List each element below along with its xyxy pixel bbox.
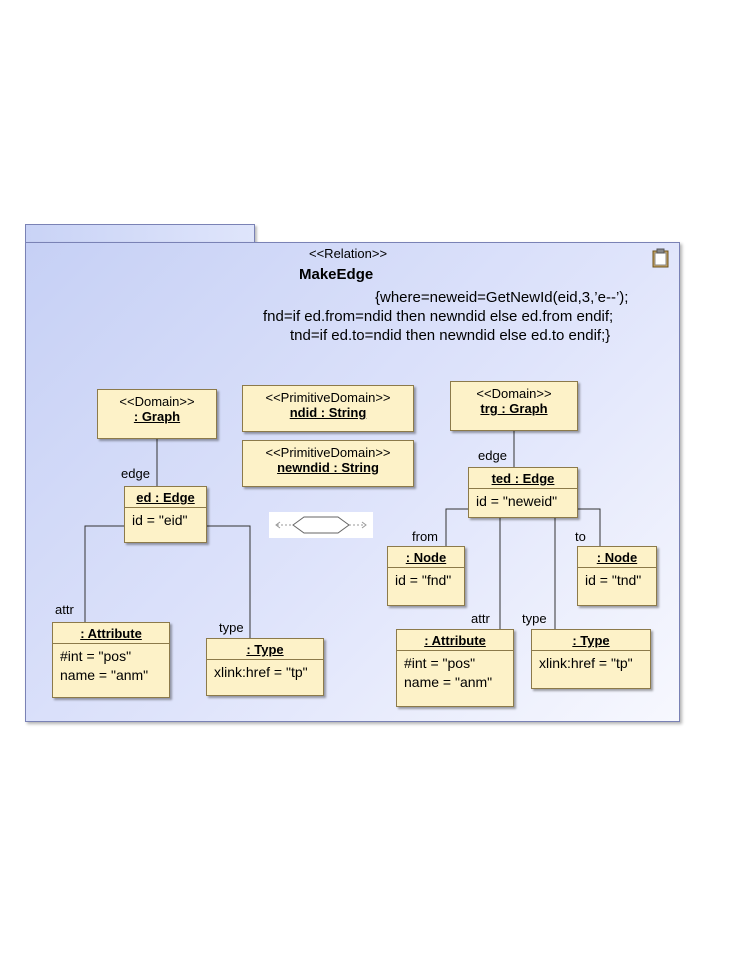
divider	[53, 643, 169, 644]
attribute: name = "anm"	[60, 667, 149, 683]
relation-name: MakeEdge	[299, 266, 374, 283]
type-box-left[interactable]: : Type xlink:href = "tp"	[206, 638, 324, 696]
object-name: : Type	[246, 642, 284, 657]
bidirectional-hexagon-icon[interactable]	[269, 512, 373, 538]
edge-label-left: edge	[121, 466, 150, 481]
divider	[578, 567, 656, 568]
type-box-right[interactable]: : Type xlink:href = "tp"	[531, 629, 651, 689]
newndid-primitive-domain-box[interactable]: <<PrimitiveDomain>> newndid : String	[242, 440, 414, 487]
primitive-domain-stereotype: <<PrimitiveDomain>>	[265, 445, 391, 460]
graph-domain-box[interactable]: <<Domain>> : Graph	[97, 389, 217, 439]
primitive-domain-stereotype: <<PrimitiveDomain>>	[265, 390, 391, 405]
attribute: xlink:href = "tp"	[539, 655, 633, 671]
divider	[532, 650, 650, 651]
node-to-box[interactable]: : Node id = "tnd"	[577, 546, 657, 606]
divider	[125, 507, 206, 508]
attribute: id = "neweid"	[476, 493, 558, 509]
attr-label-right: attr	[471, 611, 490, 626]
object-name: ted : Edge	[491, 471, 555, 486]
object-name: : Node	[405, 550, 447, 565]
divider	[469, 488, 577, 489]
constraint-line-2: fnd=if ed.from=ndid then newndid else ed…	[263, 308, 614, 325]
divider	[397, 650, 513, 651]
edge-label-right: edge	[478, 448, 507, 463]
divider	[207, 659, 323, 660]
from-link	[445, 508, 468, 546]
object-name: ed : Edge	[136, 490, 195, 505]
primitive-domain-name: ndid : String	[289, 405, 367, 420]
attribute-box-left[interactable]: : Attribute #int = "pos" name = "anm"	[52, 622, 170, 698]
primitive-domain-name: newndid : String	[277, 460, 379, 475]
divider	[388, 567, 464, 568]
constraint-line-3: tnd=if ed.to=ndid then newndid else ed.t…	[290, 327, 611, 344]
domain-stereotype: <<Domain>>	[119, 394, 195, 409]
object-name: : Attribute	[424, 633, 486, 648]
attribute: #int = "pos"	[404, 655, 476, 671]
attribute: id = "tnd"	[585, 572, 642, 588]
ed-edge-box[interactable]: ed : Edge id = "eid"	[124, 486, 207, 543]
attribute: xlink:href = "tp"	[214, 664, 308, 680]
clipboard-icon[interactable]	[652, 248, 670, 268]
attribute-box-right[interactable]: : Attribute #int = "pos" name = "anm"	[396, 629, 514, 707]
ndid-primitive-domain-box[interactable]: <<PrimitiveDomain>> ndid : String	[242, 385, 414, 432]
object-name: : Node	[596, 550, 638, 565]
type-label-right: type	[522, 611, 547, 626]
node-from-box[interactable]: : Node id = "fnd"	[387, 546, 465, 606]
to-link	[578, 508, 601, 546]
domain-name: trg : Graph	[480, 401, 548, 416]
type-label-left: type	[219, 620, 244, 635]
object-name: : Type	[572, 633, 610, 648]
attribute: id = "eid"	[132, 512, 188, 528]
ted-edge-box[interactable]: ted : Edge id = "neweid"	[468, 467, 578, 518]
package-tab	[25, 224, 255, 243]
attribute: #int = "pos"	[60, 648, 132, 664]
to-label: to	[575, 529, 586, 544]
relation-stereotype: <<Relation>>	[309, 246, 388, 261]
from-label: from	[412, 529, 438, 544]
domain-name: : Graph	[133, 409, 181, 424]
domain-stereotype: <<Domain>>	[476, 386, 552, 401]
type-link-left	[207, 525, 251, 638]
attr-link-left	[84, 525, 124, 622]
attr-label-left: attr	[55, 602, 74, 617]
trg-domain-box[interactable]: <<Domain>> trg : Graph	[450, 381, 578, 431]
attribute: name = "anm"	[404, 674, 493, 690]
object-name: : Attribute	[80, 626, 142, 641]
constraint-line-1: {where=neweid=GetNewId(eid,3,’e--’);	[375, 289, 629, 306]
attribute: id = "fnd"	[395, 572, 452, 588]
